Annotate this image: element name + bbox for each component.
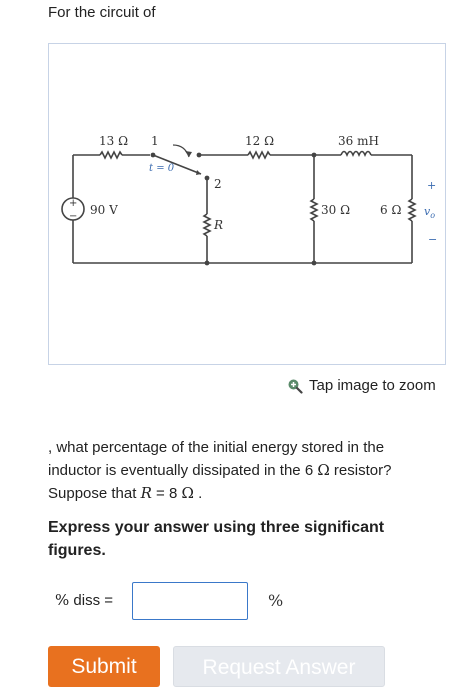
source-plus: + (69, 198, 77, 209)
percent-symbol: % (55, 591, 70, 609)
answer-label-text: diss = (69, 592, 114, 609)
r1-label: 13 Ω (99, 134, 128, 148)
question-part4: . (193, 485, 203, 502)
resistor-30-ohm (309, 198, 319, 222)
resistor-13-ohm (99, 150, 123, 160)
submit-button[interactable]: Submit (48, 646, 160, 687)
variable-r: R (140, 484, 152, 502)
node-bottom-r (204, 260, 210, 266)
switch-blade (152, 154, 202, 175)
voltage-source (61, 197, 85, 221)
question-part2: resistor? Suppose that (48, 462, 392, 502)
zoom-in-icon (288, 379, 303, 394)
switch-contact-top (196, 152, 202, 158)
answer-row: % diss = % (55, 582, 455, 622)
switch-time-label: t = 0 (149, 163, 175, 174)
node-bottom-30 (311, 260, 317, 266)
inductor-36mh (340, 150, 372, 158)
zoom-label: Tap image to zoom (309, 377, 436, 394)
resistor-12-ohm (247, 150, 271, 160)
intro-text: For the circuit of (48, 4, 156, 21)
request-answer-button[interactable]: Request Answer (173, 646, 385, 687)
r2-label: 12 Ω (245, 134, 274, 148)
vo-subscript: o (430, 211, 435, 220)
source-label: 90 V (90, 203, 118, 217)
switch-contact-1 (150, 152, 156, 158)
question-part1: , what percentage of the initial energy … (48, 439, 385, 479)
vo-label: vo (424, 205, 435, 220)
circuit-figure[interactable]: 13 Ω 1 t = 0 2 R 12 Ω 36 mH 30 Ω 6 Ω 90 … (48, 43, 446, 365)
r-label: R (213, 218, 223, 232)
vo-plus: + (427, 179, 436, 192)
inductor-label: 36 mH (338, 134, 379, 148)
r4-label: 6 Ω (380, 203, 401, 217)
ohm-symbol: Ω (317, 461, 330, 479)
question-part3: = 8 (151, 485, 182, 502)
vo-letter: v (424, 205, 431, 218)
instruction-text: Express your answer using three signific… (48, 519, 385, 559)
question-text: , what percentage of the initial energy … (48, 436, 440, 505)
answer-unit: % (268, 591, 284, 610)
r3-label: 30 Ω (321, 203, 350, 217)
resistor-6-ohm (407, 198, 417, 222)
circuit-diagram: 13 Ω 1 t = 0 2 R 12 Ω 36 mH 30 Ω 6 Ω 90 … (61, 134, 437, 266)
answer-input[interactable] (132, 582, 248, 620)
node-top (311, 152, 317, 158)
switch-blade-head (196, 170, 201, 175)
vo-minus: − (428, 233, 437, 246)
switch-arrow-head (185, 151, 192, 157)
source-minus: − (69, 211, 77, 222)
ohm-symbol: Ω (181, 484, 194, 502)
tap-to-zoom[interactable]: Tap image to zoom (287, 377, 436, 394)
switch-pos1-label: 1 (151, 134, 159, 148)
switch-arrow (172, 144, 190, 158)
switch-pos2-label: 2 (214, 177, 222, 191)
resistor-r (202, 213, 212, 237)
answer-label: % diss = (55, 591, 113, 609)
switch-contact-2 (204, 175, 210, 181)
